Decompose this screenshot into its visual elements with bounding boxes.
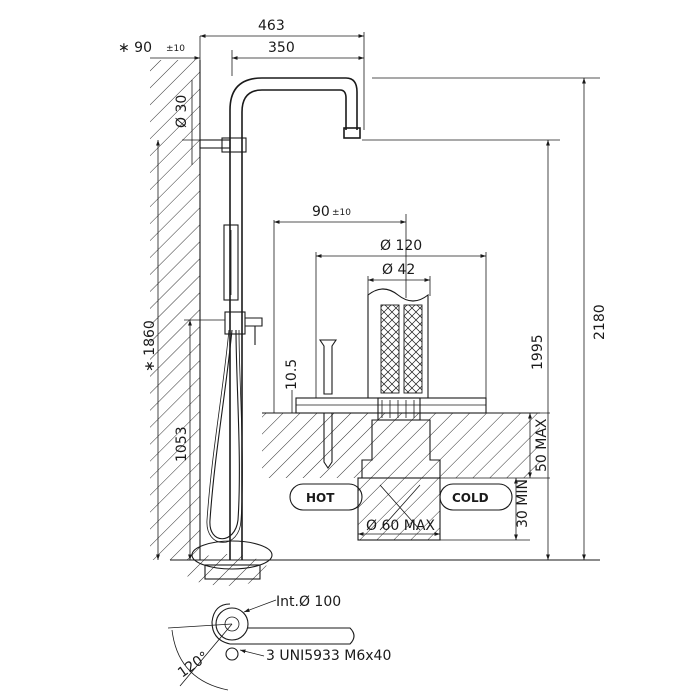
dim-pipe-diameter: Ø 30 xyxy=(174,95,190,128)
base-plan-outline xyxy=(211,603,355,645)
hot-label: HOT xyxy=(306,491,335,505)
dim-total-height: 2180 xyxy=(592,304,608,340)
dim-box-depth-max: 50 MAX xyxy=(534,418,550,472)
dim-spout-reach: 350 xyxy=(268,40,295,56)
hot-pipe xyxy=(289,483,363,511)
top-dimensions: 463 350 ∗ 90 ±10 xyxy=(118,18,365,130)
dim-box-diameter-max: Ø 60 MAX xyxy=(366,518,435,534)
shower-column xyxy=(229,77,358,560)
mixer-body xyxy=(224,311,246,335)
dim-flange-diameter: Ø 120 xyxy=(380,238,422,254)
dim-total-width: 463 xyxy=(258,18,285,34)
mixer-lever xyxy=(245,317,263,345)
hand-shower xyxy=(223,224,239,301)
elevation-view xyxy=(150,60,600,586)
box-bottom xyxy=(357,477,441,541)
cold-label: COLD xyxy=(452,491,489,505)
dim-sleeve-diameter: Ø 42 xyxy=(382,262,415,278)
wall-plug xyxy=(323,412,333,469)
floor-base-section xyxy=(184,554,268,586)
valve-connector xyxy=(377,397,421,421)
plan-view: 120° Int.Ø 100 3 UNI5933 M6x40 xyxy=(167,594,391,691)
angle-arc xyxy=(171,629,229,691)
dim-base-internal: Int.Ø 100 xyxy=(276,594,341,610)
floor-flange xyxy=(191,540,273,570)
dim-wall-offset-tol: ±10 xyxy=(166,44,185,54)
section-detail: HOT COLD 90 ±10 Ø 120 Ø 42 10.5 xyxy=(262,204,550,541)
dim-flange-thickness: 10.5 xyxy=(284,359,300,390)
shower-head xyxy=(343,127,361,139)
anchor-screw xyxy=(318,339,338,395)
cartridge-left xyxy=(380,304,400,394)
pipe-diameter-dimension: Ø 30 xyxy=(174,80,200,165)
dim-column-height: ∗ 1860 xyxy=(142,320,158,372)
column-sleeve xyxy=(367,288,429,398)
dim-mixer-height: 1053 xyxy=(174,426,190,462)
dim-detail-offset-tol: ±10 xyxy=(332,208,351,218)
dim-spout-height: 1995 xyxy=(530,334,546,370)
wall-bracket xyxy=(199,139,231,149)
dim-base-screws: 3 UNI5933 M6x40 xyxy=(266,648,391,664)
bracket-collar xyxy=(221,137,247,153)
dim-detail-offset: 90 xyxy=(312,204,330,220)
cover-flange xyxy=(295,397,487,414)
dim-box-depth-min: 30 MIN xyxy=(515,479,531,528)
base-plan-center xyxy=(215,607,249,641)
dim-base-angle: 120° xyxy=(175,649,212,681)
cold-pipe xyxy=(439,483,513,511)
shower-hose xyxy=(209,329,240,540)
base-plate xyxy=(204,564,261,580)
dim-wall-offset: ∗ 90 xyxy=(118,40,152,56)
wall-section xyxy=(150,60,200,560)
height-dimensions: 2180 1995 ∗ 1860 1053 xyxy=(142,77,608,560)
cartridge-right xyxy=(403,304,423,394)
